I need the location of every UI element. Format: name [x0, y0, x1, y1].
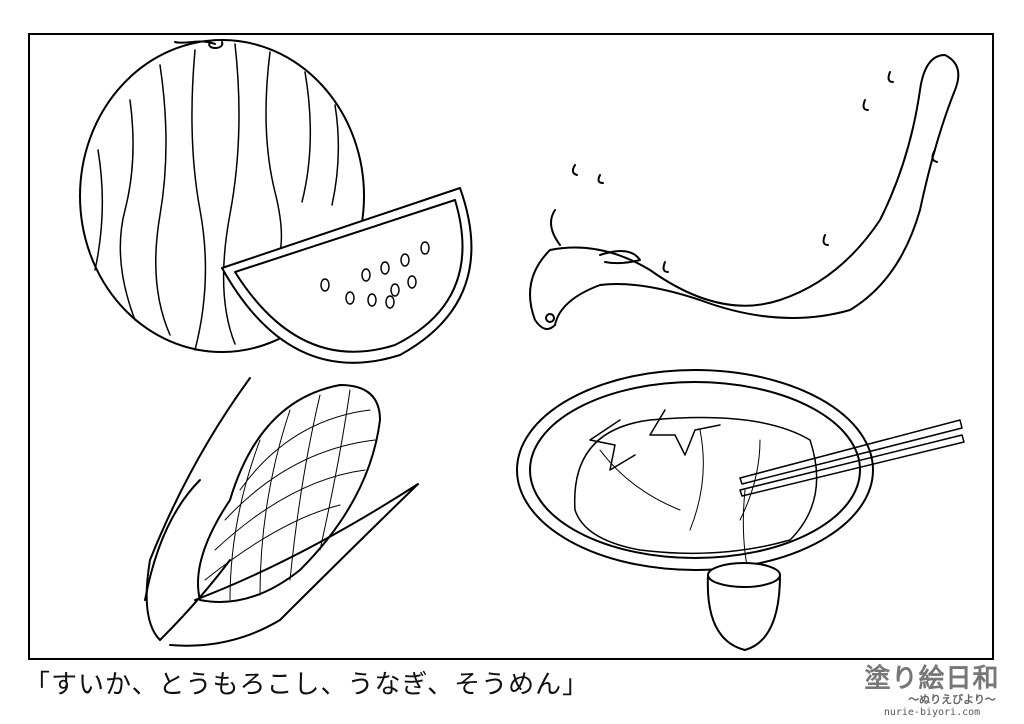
site-logo: 塗り絵日和 〜ぬりえびより〜 nurie-biyori.com [852, 664, 1012, 720]
page-frame [28, 33, 994, 660]
logo-subtitle: 〜ぬりえびより〜 [908, 693, 996, 706]
watermelon-illustration [79, 39, 473, 364]
caption-title: 「すいか、とうもろこし、うなぎ、そうめん」 [24, 670, 590, 700]
eel-illustration [529, 54, 960, 330]
logo-title: 塗り絵日和 [864, 664, 1000, 694]
somen-illustration [516, 369, 965, 651]
logo-url: nurie-biyori.com [883, 707, 981, 718]
corn-illustration [144, 377, 419, 647]
